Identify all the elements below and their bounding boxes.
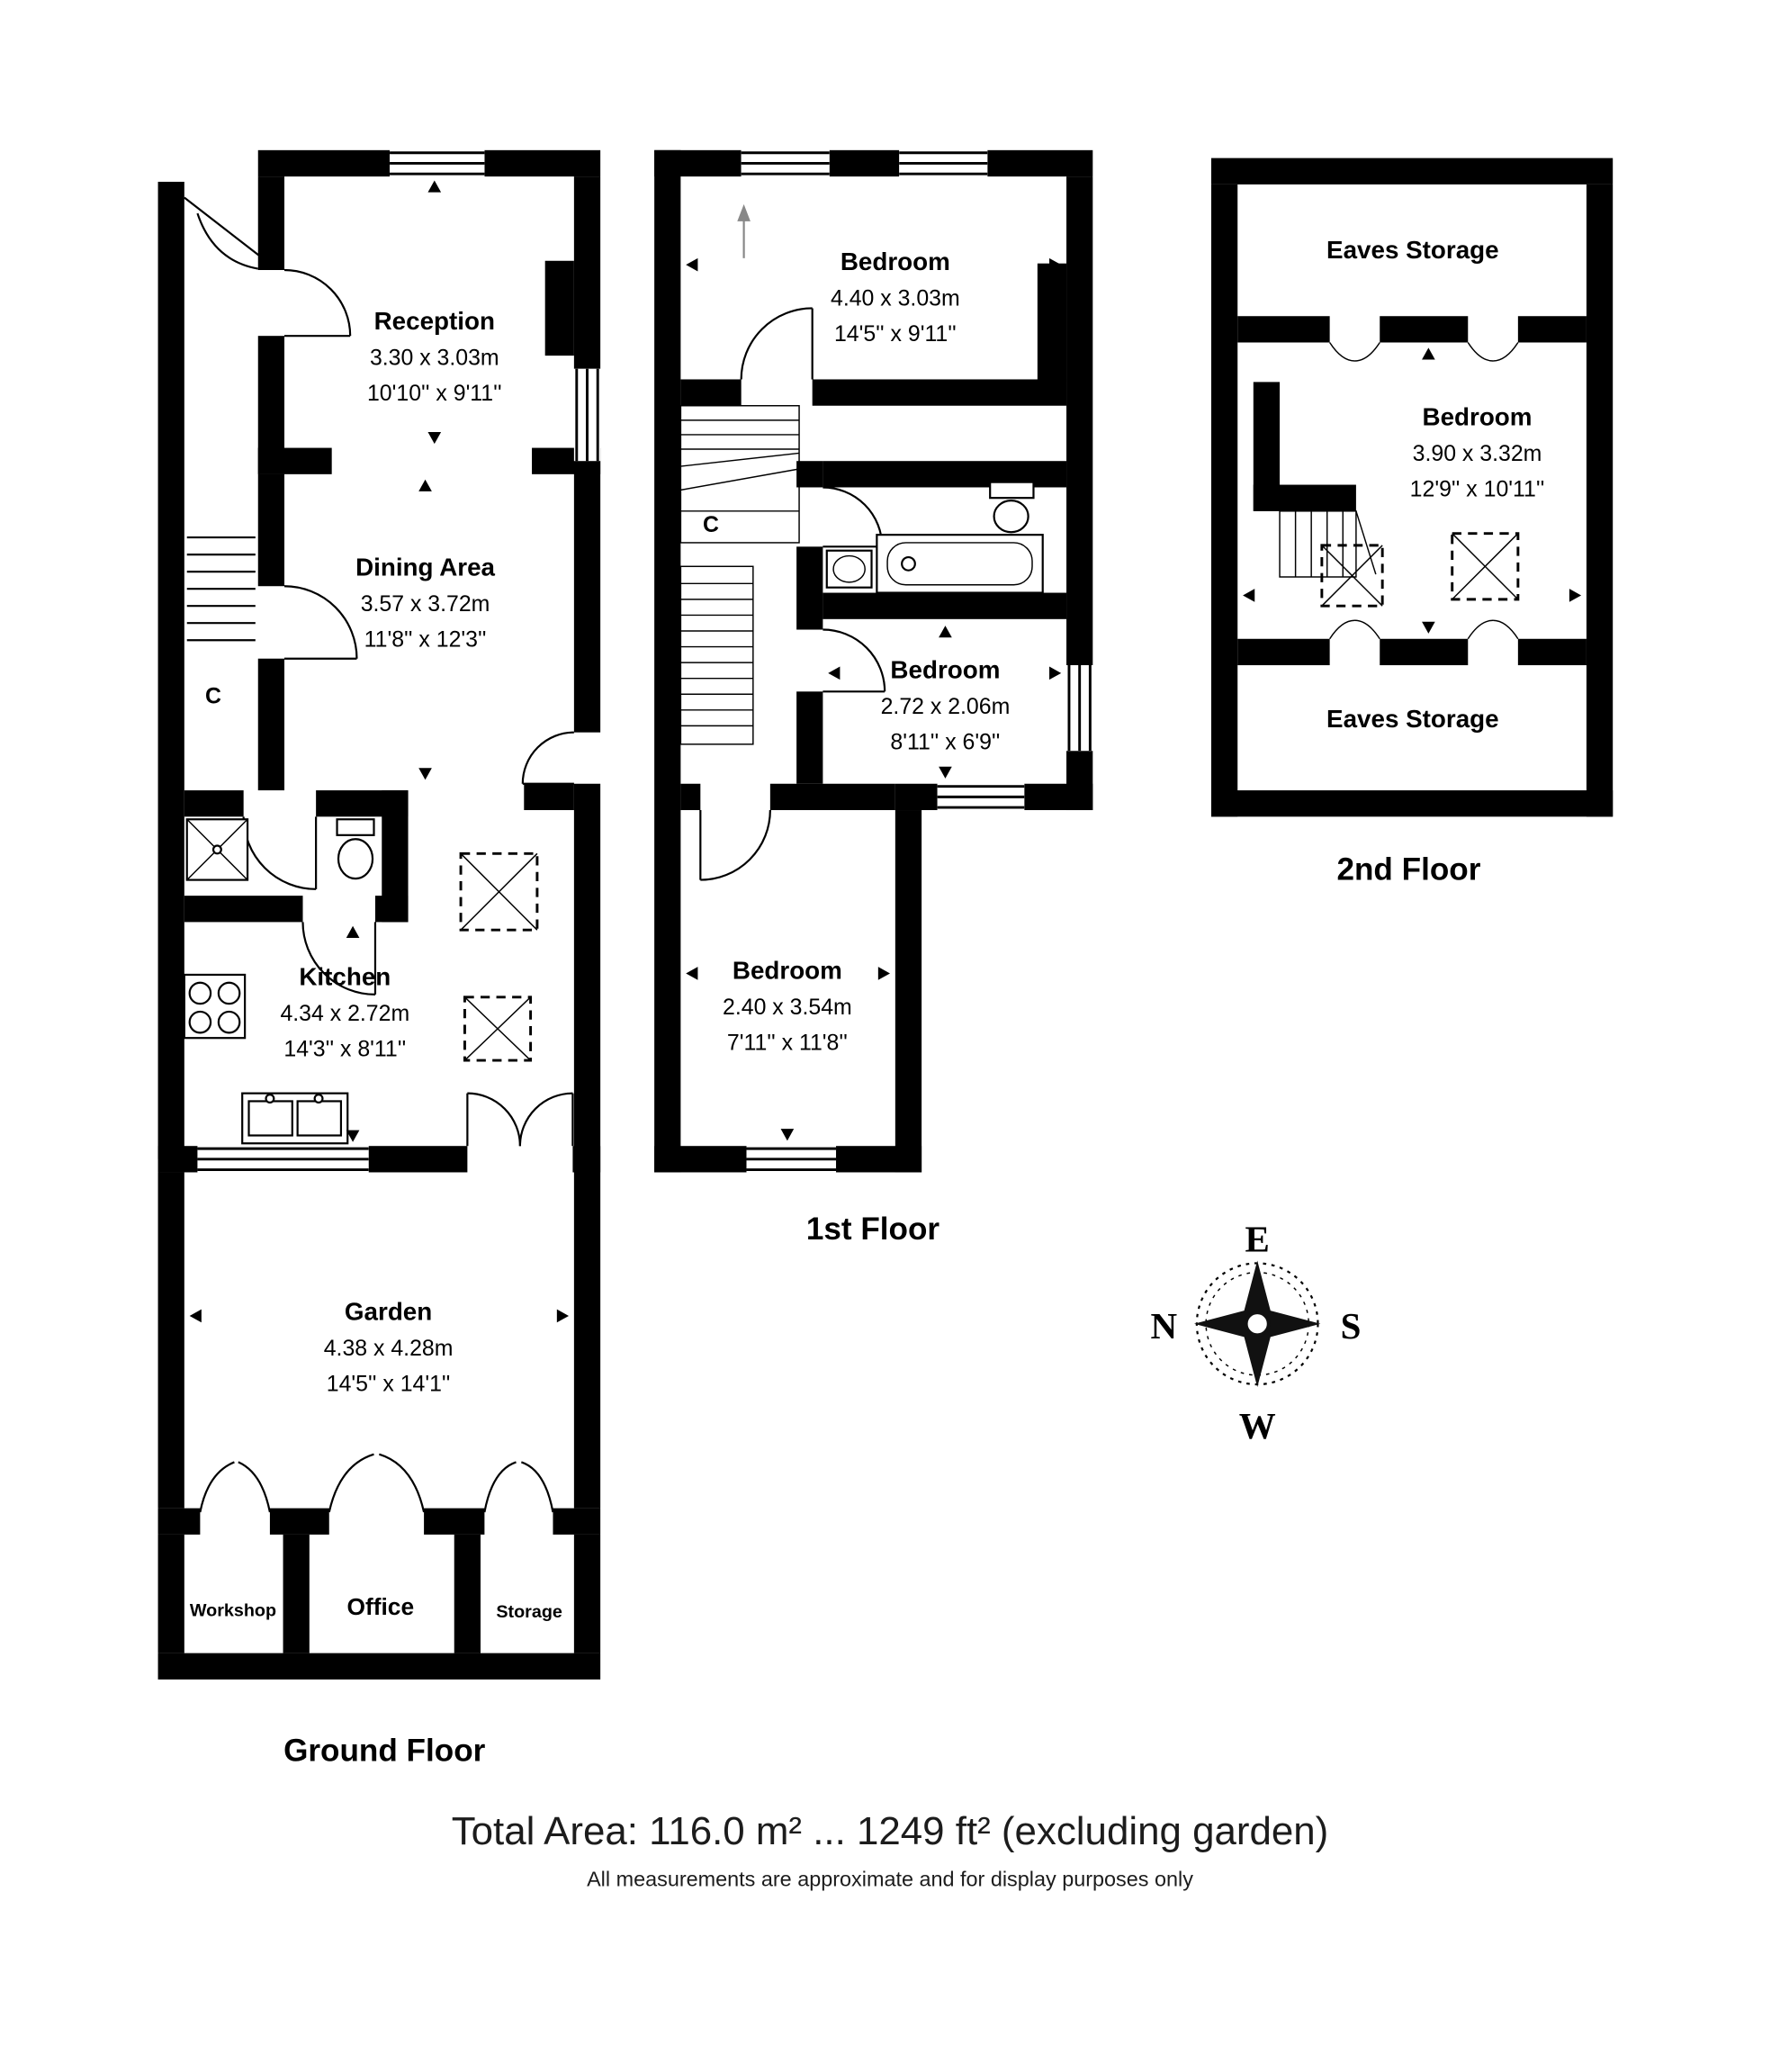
ground-walls	[157, 149, 601, 1680]
garden-name: Garden	[345, 1297, 432, 1325]
window-reception	[390, 149, 485, 177]
stairs-up-arrow-icon	[737, 203, 751, 258]
dining-metric: 3.57 x 3.72m	[361, 591, 490, 617]
reception-metric: 3.30 x 3.03m	[370, 345, 499, 370]
compass-east-label: E	[1245, 1218, 1270, 1259]
sink-symbol	[241, 1092, 349, 1145]
toilet-symbol-ground	[336, 818, 375, 880]
second-floor-title: 2nd Floor	[1336, 852, 1480, 887]
bathtub-symbol	[876, 534, 1044, 594]
bedroom2-imperial: 8'11'' x 6'9''	[890, 730, 1000, 755]
bedroom2-name: Bedroom	[890, 656, 1000, 684]
bedroom2-metric: 2.72 x 2.06m	[881, 694, 1011, 719]
window-bedroom3	[746, 1146, 837, 1173]
eaves-storage-bottom-name: Eaves Storage	[1326, 705, 1499, 733]
first-doors	[699, 307, 886, 881]
shower-symbol	[185, 818, 249, 881]
compass-north-label: N	[1151, 1305, 1178, 1347]
footer: Total Area: 116.0 m² ... 1249 ft² (exclu…	[452, 1809, 1329, 1891]
eaves-opening-marks	[1329, 342, 1519, 640]
total-area-text: Total Area: 116.0 m² ... 1249 ft² (exclu…	[452, 1809, 1329, 1853]
second-bedroom-imperial: 12'9'' x 10'11''	[1410, 477, 1545, 502]
garden-imperial: 14'5'' x 14'1''	[327, 1371, 451, 1396]
ground-dimension-arrows	[189, 180, 570, 1323]
storage-name: Storage	[496, 1602, 562, 1622]
compass-south-label: S	[1341, 1305, 1362, 1347]
disclaimer-text: All measurements are approximate and for…	[587, 1868, 1193, 1891]
skylight-symbol-kitchen-1	[459, 851, 539, 932]
bedroom3-imperial: 7'11'' x 11'8''	[727, 1030, 848, 1055]
window-bedroom1-right	[899, 149, 988, 177]
first-floor-title: 1st Floor	[806, 1212, 940, 1247]
window-dining-side	[573, 368, 601, 462]
first-walls	[654, 149, 1093, 1173]
basin-symbol	[825, 549, 873, 589]
second-dimension-arrows	[1243, 347, 1582, 634]
window-bedroom2-side	[1066, 665, 1093, 752]
first-dimension-arrows	[686, 257, 1062, 1141]
bedroom3-name: Bedroom	[733, 956, 842, 984]
bedroom1-imperial: 14'5'' x 9'11''	[834, 321, 957, 347]
hob-symbol	[183, 973, 247, 1040]
kitchen-metric: 4.34 x 2.72m	[280, 1001, 409, 1026]
first-windows	[741, 149, 1093, 1173]
garden-metric: 4.38 x 4.28m	[324, 1336, 454, 1361]
ground-doors	[184, 196, 574, 1513]
workshop-name: Workshop	[190, 1601, 276, 1621]
first-floor-plan: Bedroom 4.40 x 3.03m 14'5'' x 9'11'' C B…	[654, 149, 1093, 1247]
compass-west-label: W	[1239, 1405, 1276, 1446]
kitchen-imperial: 14'3'' x 8'11''	[283, 1037, 406, 1062]
second-floor-plan: Eaves Storage Bedroom 3.90 x 3.32m 12'9'…	[1210, 158, 1614, 887]
ground-floor-plan: Reception 3.30 x 3.03m 10'10'' x 9'11'' …	[157, 149, 601, 1769]
ground-floor-title: Ground Floor	[283, 1734, 486, 1769]
reception-name: Reception	[374, 307, 495, 335]
bedroom1-name: Bedroom	[841, 248, 950, 275]
skylight-symbol-bedroom-1	[1320, 544, 1384, 608]
kitchen-name: Kitchen	[299, 963, 391, 991]
skylight-symbol-bedroom-2	[1451, 532, 1520, 601]
bedroom3-metric: 2.40 x 3.54m	[723, 995, 852, 1020]
second-bedroom-name: Bedroom	[1423, 403, 1533, 431]
window-kitchen	[197, 1146, 369, 1173]
dining-imperial: 11'8'' x 12'3''	[364, 627, 487, 653]
dining-name: Dining Area	[355, 554, 495, 581]
toilet-symbol-bathroom	[989, 481, 1035, 534]
ground-stairs	[186, 536, 256, 642]
ground-windows	[197, 149, 601, 1173]
first-cupboard-label: C	[703, 512, 719, 537]
office-name: Office	[347, 1593, 415, 1620]
first-stairs-winder	[679, 405, 800, 544]
compass-rose: E N S W	[1151, 1218, 1362, 1446]
first-stairs-down	[679, 565, 754, 745]
eaves-storage-top-name: Eaves Storage	[1326, 236, 1499, 264]
ground-cupboard-label: C	[205, 683, 221, 708]
second-walls	[1210, 158, 1614, 817]
second-bedroom-metric: 3.90 x 3.32m	[1413, 441, 1542, 466]
window-bedroom1-left	[741, 149, 830, 177]
reception-imperial: 10'10'' x 9'11''	[367, 381, 502, 406]
window-bedroom2-bottom	[937, 783, 1025, 811]
bedroom1-metric: 4.40 x 3.03m	[831, 286, 960, 311]
skylight-symbol-kitchen-2	[463, 995, 533, 1062]
